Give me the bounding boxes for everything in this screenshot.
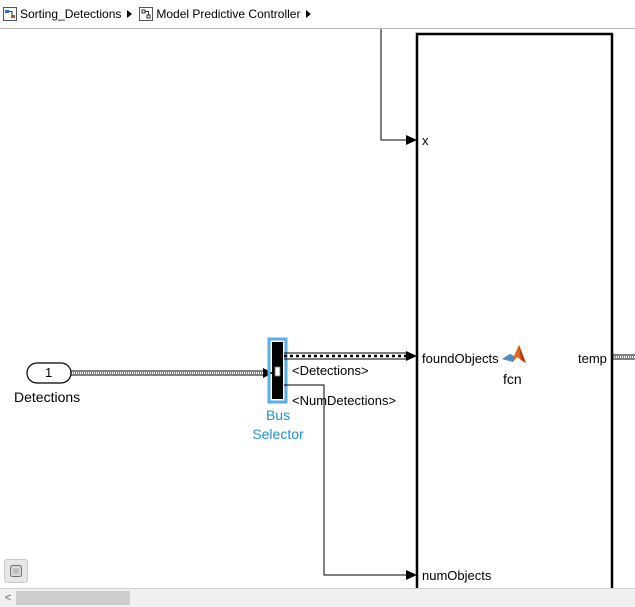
port-label-x: x	[422, 133, 429, 148]
scrollbar-thumb[interactable]	[16, 591, 130, 605]
inport-number: 1	[45, 365, 53, 380]
zoom-fit-icon	[10, 565, 22, 577]
arrow-head-foundobjects	[406, 351, 417, 361]
bus-selector-name[interactable]: Bus Selector	[246, 406, 310, 444]
port-label-numobjects: numObjects	[422, 568, 492, 583]
signal-label-numdetections[interactable]: <NumDetections>	[292, 393, 397, 408]
chevron-right-icon[interactable]	[306, 10, 312, 18]
matlab-logo-icon	[502, 345, 526, 363]
bus-line-temp-out[interactable]	[613, 354, 635, 360]
chevron-right-icon[interactable]	[127, 10, 133, 18]
bus-selector-name-line1: Bus	[265, 407, 291, 423]
port-label-temp: temp	[578, 351, 607, 366]
signal-line-x[interactable]	[380, 29, 407, 141]
bus-line-detections-out[interactable]	[284, 352, 407, 360]
model-icon	[3, 7, 17, 21]
zoom-fit-button[interactable]	[4, 559, 28, 583]
arrow-head-x	[406, 135, 417, 145]
bus-selector-selection	[267, 337, 288, 404]
horizontal-scrollbar[interactable]: <	[0, 588, 635, 607]
scroll-left-icon[interactable]: <	[4, 592, 12, 604]
breadcrumb-label: Sorting_Detections	[20, 7, 122, 21]
diagram-canvas[interactable]: 1 Detections <Detections> <NumDetections…	[0, 29, 635, 588]
bus-selector-name-line2: Selector	[252, 426, 304, 442]
breadcrumb: Sorting_Detections Model Predictive Cont…	[0, 0, 635, 29]
bus-line-detections-in[interactable]	[71, 370, 264, 376]
matlab-function-name[interactable]: fcn	[503, 371, 522, 387]
arrow-head-numobjects	[406, 570, 417, 580]
signal-label-detections[interactable]: <Detections>	[292, 363, 369, 378]
inport-label: Detections	[14, 389, 81, 405]
subsystem-icon	[139, 7, 154, 21]
breadcrumb-label: Model Predictive Controller	[156, 7, 301, 21]
port-label-foundobjects: foundObjects	[422, 351, 499, 366]
bus-selector-port-handle[interactable]	[274, 366, 281, 377]
matlab-function-block[interactable]	[415, 32, 614, 588]
breadcrumb-item-sorting-detections[interactable]: Sorting_Detections	[2, 4, 122, 24]
breadcrumb-item-model-predictive-controller[interactable]: Model Predictive Controller	[138, 4, 301, 24]
diagram-graphics	[26, 29, 635, 588]
signal-line-numdetections[interactable]	[284, 384, 407, 576]
